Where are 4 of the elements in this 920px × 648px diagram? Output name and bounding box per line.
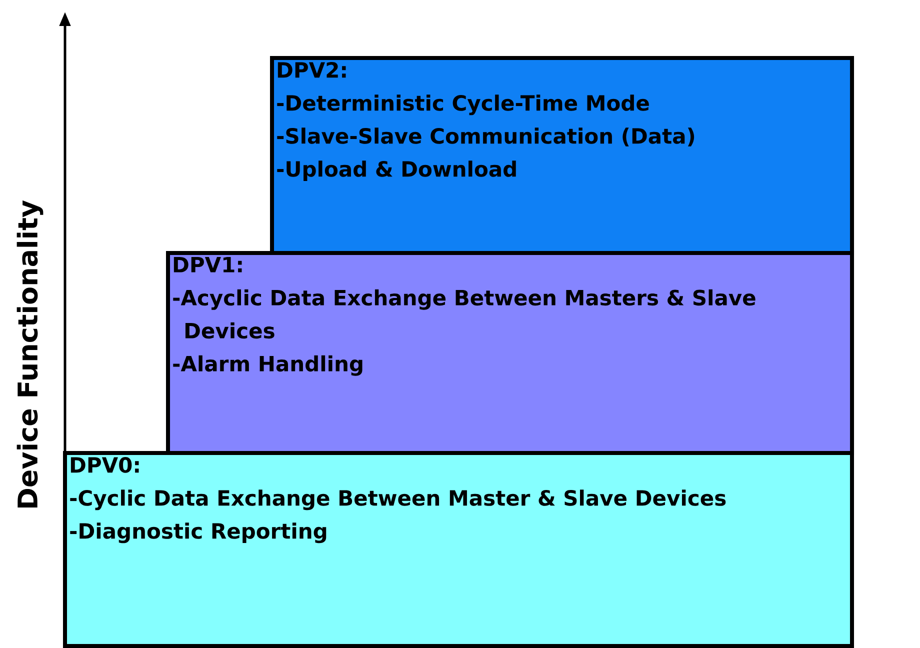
- level-box: DPV0: -Cyclic Data Exchange Between Master & Slave Devices -Diagnostic Reporting: [63, 451, 854, 648]
- level-box: DPV1: -Acyclic Data Exchange Between Masters & Slave Devices -Alarm Handling: [166, 251, 854, 455]
- level-box: DPV2: -Deterministic Cycle-Time Mode -Slave-Slave Communication (Data) -Upload & Download: [270, 56, 854, 255]
- axis-label: Device Functionality: [16, 200, 44, 508]
